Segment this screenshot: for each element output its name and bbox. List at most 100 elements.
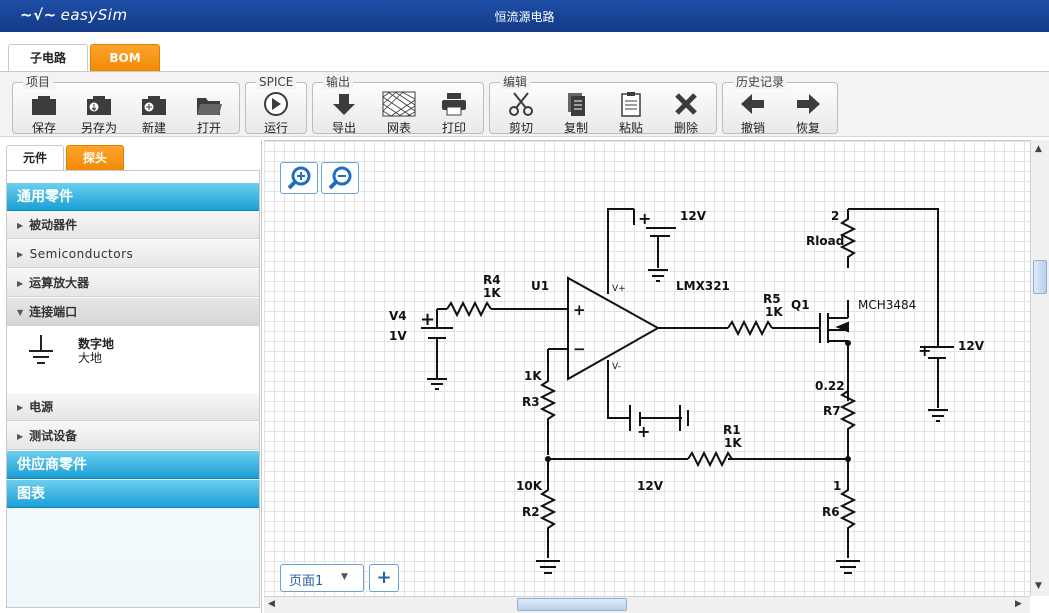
paste-button[interactable]: 粘贴 xyxy=(604,91,658,136)
tab-subcircuit[interactable]: 子电路 xyxy=(8,44,88,72)
v4-source[interactable] xyxy=(421,309,453,390)
copy-button[interactable]: 复制 xyxy=(549,91,603,136)
r3-value: 1K xyxy=(524,369,542,383)
component-panel: 元件 探头 通用零件 ▶被动器件 ▶Semiconductors ▶运算放大器 … xyxy=(0,140,262,613)
group-label: 编辑 xyxy=(500,75,531,89)
copy-icon xyxy=(568,93,585,116)
export-button[interactable]: 导出 xyxy=(317,91,371,136)
arrow-right-icon xyxy=(797,94,820,114)
r4-resistor[interactable] xyxy=(446,300,492,318)
opamp-minus: − xyxy=(573,340,586,358)
triangle-down-icon: ▼ xyxy=(17,308,24,317)
group-label: 项目 xyxy=(23,75,54,89)
window-title: 恒流源电路 xyxy=(494,10,555,24)
r4-label: R4 xyxy=(483,273,501,287)
delete-button[interactable]: 删除 xyxy=(659,91,713,136)
supply-12v-top[interactable] xyxy=(646,227,676,282)
category-vendor[interactable]: 供应商零件 xyxy=(7,451,259,479)
category-charts[interactable]: 图表 xyxy=(7,480,259,508)
sub-test-equipment[interactable]: ▶测试设备 xyxy=(7,422,259,450)
sub-ports[interactable]: ▼连接端口 xyxy=(7,298,259,326)
top-supply-value: 12V xyxy=(680,209,707,223)
opamp-plus: + xyxy=(573,301,586,319)
sub-passive[interactable]: ▶被动器件 xyxy=(7,211,259,239)
play-icon xyxy=(264,92,288,116)
r6-resistor[interactable] xyxy=(836,459,860,574)
mosfet-q1[interactable] xyxy=(819,300,849,401)
rload-label: Rload xyxy=(806,234,844,248)
redo-button[interactable]: 恢复 xyxy=(781,91,835,136)
category-general[interactable]: 通用零件 xyxy=(7,183,259,211)
toolbar: 项目 保存 另存为 新建 打开 SPICE 运行 输出 导出 xyxy=(0,71,1049,137)
triangle-right-icon: ▶ xyxy=(17,432,24,441)
sub-power[interactable]: ▶电源 xyxy=(7,393,259,421)
horizontal-scrollbar[interactable]: ◀ ▶ xyxy=(264,596,1030,613)
folder-icon xyxy=(197,98,222,115)
vertical-scrollbar[interactable]: ▲ ▼ xyxy=(1030,140,1049,596)
triangle-right-icon: ▶ xyxy=(17,403,24,412)
vertical-scroll-thumb[interactable] xyxy=(1033,260,1047,294)
r1-label: R1 xyxy=(723,423,741,437)
scroll-right-icon[interactable]: ▶ xyxy=(1015,599,1022,609)
zoom-out-button[interactable] xyxy=(321,162,359,194)
r1-resistor[interactable] xyxy=(687,450,733,468)
sub-opamp[interactable]: ▶运算放大器 xyxy=(7,269,259,297)
scissors-icon xyxy=(509,92,533,116)
tab-bom[interactable]: BOM xyxy=(90,44,160,72)
supply-12v-right[interactable] xyxy=(920,346,954,422)
group-label: 历史记录 xyxy=(733,75,788,89)
print-button[interactable]: 打印 xyxy=(427,91,481,136)
save-button[interactable]: 保存 xyxy=(17,91,71,136)
neg-supply-plus: + xyxy=(637,422,650,441)
u1-label: U1 xyxy=(531,279,549,293)
cut-button[interactable]: 剪切 xyxy=(494,91,548,136)
r2-resistor[interactable] xyxy=(536,459,560,574)
clipboard-icon xyxy=(621,92,641,117)
x-icon xyxy=(675,93,697,115)
component-name: 数字地 xyxy=(78,337,115,351)
opamp-u1[interactable] xyxy=(567,276,661,381)
zoom-in-icon xyxy=(287,166,311,190)
horizontal-scroll-thumb[interactable] xyxy=(517,598,627,611)
app-logo: ~√~easySim xyxy=(20,6,128,24)
scroll-up-icon[interactable]: ▲ xyxy=(1035,144,1042,154)
component-digital-ground[interactable]: 数字地 大地 xyxy=(7,327,259,393)
r5-value: 1K xyxy=(765,305,783,319)
r2-label: R2 xyxy=(522,505,540,519)
r7-label: R7 xyxy=(823,404,841,418)
rload-resistor[interactable] xyxy=(839,209,857,268)
schematic-canvas[interactable] xyxy=(264,140,1030,596)
scroll-left-icon[interactable]: ◀ xyxy=(268,599,275,609)
rload-value: 2 xyxy=(831,209,839,223)
right-supply-value: 12V xyxy=(958,339,985,353)
tab-components[interactable]: 元件 xyxy=(6,145,64,171)
r5-resistor[interactable] xyxy=(727,319,773,337)
sub-semiconductors[interactable]: ▶Semiconductors xyxy=(7,240,259,268)
opamp-model: LMX321 xyxy=(676,279,730,293)
undo-button[interactable]: 撤销 xyxy=(726,91,780,136)
scroll-down-icon[interactable]: ▼ xyxy=(1035,581,1042,591)
v4-label: V4 xyxy=(389,309,407,323)
save-as-icon xyxy=(87,96,111,115)
run-button[interactable]: 运行 xyxy=(249,91,303,136)
supply-negative[interactable] xyxy=(679,405,689,431)
output-group: 输出 导出 网表 打印 xyxy=(312,75,484,136)
r3-resistor[interactable] xyxy=(539,349,557,455)
zoom-in-button[interactable] xyxy=(280,162,318,194)
new-button[interactable]: 新建 xyxy=(127,91,181,136)
vminus-label: V- xyxy=(612,362,621,372)
add-page-button[interactable]: + xyxy=(369,564,399,592)
save-as-button[interactable]: 另存为 xyxy=(72,91,126,136)
open-button[interactable]: 打开 xyxy=(182,91,236,136)
page-selector[interactable]: 页面1 ▼ xyxy=(280,564,364,592)
netlist-button[interactable]: 网表 xyxy=(372,91,426,136)
edit-group: 编辑 剪切 复制 粘贴 删除 xyxy=(489,75,717,136)
right-supply-plus: + xyxy=(918,341,931,360)
tab-probes[interactable]: 探头 xyxy=(66,145,124,171)
r3-label: R3 xyxy=(522,395,540,409)
r7-resistor[interactable] xyxy=(839,390,857,439)
group-label: 输出 xyxy=(323,75,354,89)
zoom-out-icon xyxy=(328,166,352,190)
v4-plus: + xyxy=(420,309,435,330)
